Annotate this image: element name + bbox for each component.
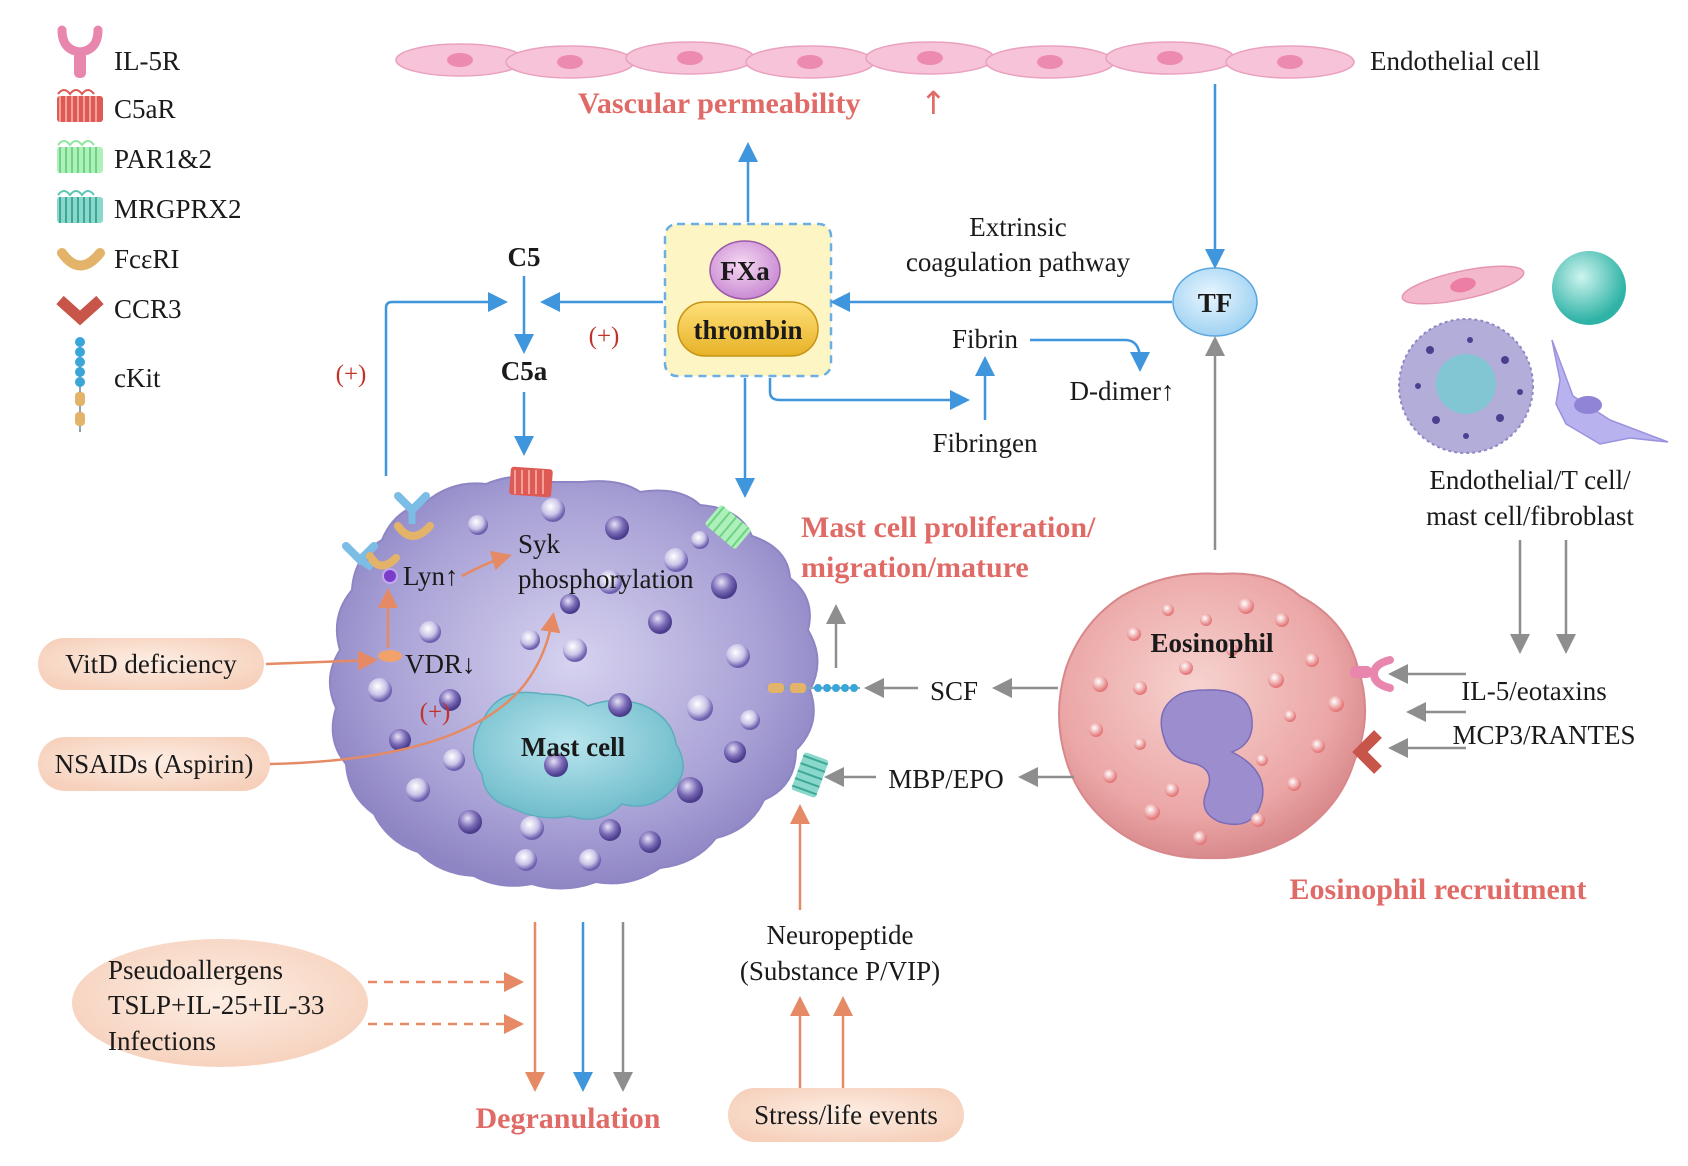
il5-eotaxins-label: IL-5/eotaxins — [1461, 676, 1606, 706]
vascular-permeability-label: Vascular permeability — [578, 87, 861, 120]
mrgprx2-receptor-on-mast-cell — [791, 752, 829, 798]
eosinophil-cell — [1058, 572, 1367, 860]
ckit-receptor-on-mast-cell — [766, 683, 860, 693]
vitd-deficiency-pill — [38, 638, 264, 690]
legend-label-par: PAR1&2 — [114, 144, 212, 174]
c5-label: C5 — [508, 242, 541, 272]
mast-proliferation-label-line2: migration/mature — [801, 551, 1029, 584]
il5r-receptor-on-eosinophil — [1350, 656, 1394, 692]
mast-proliferation-label-line1: Mast cell proliferation/ — [801, 511, 1096, 544]
endothelial-cell-label: Endothelial cell — [1370, 46, 1540, 76]
trigger-ellipse — [72, 939, 368, 1067]
fibrin-label: Fibrin — [952, 324, 1019, 354]
nsaids-label: NSAIDs (Aspirin) — [55, 749, 254, 779]
legend-label-ckit: cKit — [114, 363, 161, 393]
tf-label: TF — [1198, 288, 1233, 318]
syk-label-line2: phosphorylation — [518, 564, 694, 594]
fceri-receptor-on-mast-cell — [342, 492, 434, 584]
coagulation-pathway-label: coagulation pathway — [906, 247, 1131, 277]
vascular-permeability-up-arrow: ↑ — [920, 84, 947, 122]
fceri-receptor-icon — [57, 248, 105, 271]
legend-label-fceri: FcεRI — [114, 244, 179, 274]
endothelial-cell-layer — [395, 41, 1355, 79]
par-receptor-on-mast-cell — [705, 505, 751, 549]
stress-label: Stress/life events — [754, 1100, 938, 1130]
orange-arrows — [265, 551, 853, 1092]
legend: IL-5R C5aR PAR1&2 MRGPRX2 FcεRI CCR3 — [56, 25, 242, 432]
eosinophil-recruitment-label: Eosinophil recruitment — [1290, 873, 1587, 906]
vdr-icon — [378, 650, 402, 662]
legend-label-il5r: IL-5R — [114, 46, 180, 76]
fibrinogen-label: Fibringen — [933, 428, 1038, 458]
vitd-deficiency-label: VitD deficiency — [65, 649, 237, 679]
ckit-receptor-icon — [75, 337, 85, 432]
nsaids-pill — [38, 737, 270, 791]
thrombin-label: thrombin — [693, 315, 802, 345]
fxa-node — [709, 240, 781, 300]
endothelial-t-cell-label-line1: Endothelial/T cell/ — [1429, 465, 1631, 495]
ccr3-receptor-on-eosinophil — [1352, 730, 1382, 774]
mast-cell — [329, 475, 819, 890]
par-receptor-icon — [57, 140, 103, 173]
c5ar-receptor-icon — [57, 89, 103, 122]
vdr-label: VDR↓ — [405, 649, 476, 679]
syk-label-line1: Syk — [518, 529, 561, 559]
c5ar-receptor-on-mast-cell — [509, 466, 553, 498]
plus-label-c5: (+) — [589, 323, 620, 350]
mast-cell-label: Mast cell — [521, 732, 626, 762]
degranulation-label: Degranulation — [475, 1102, 660, 1135]
stress-pill — [728, 1088, 964, 1142]
c5a-label: C5a — [501, 356, 548, 386]
extrinsic-label: Extrinsic — [969, 212, 1066, 242]
mcp3-rantes-label: MCP3/RANTES — [1452, 720, 1635, 750]
legend-label-c5ar: C5aR — [114, 94, 176, 124]
fxa-label: FXa — [720, 256, 770, 286]
legend-label-mrgprx2: MRGPRX2 — [114, 194, 242, 224]
gray-arrows — [824, 336, 1576, 787]
immune-cell-group — [1398, 251, 1669, 454]
thrombin-node — [677, 301, 819, 357]
mbp-epo-label: MBP/EPO — [888, 764, 1004, 794]
infections-label: Infections — [108, 1026, 216, 1056]
scf-label: SCF — [930, 676, 978, 706]
lyn-label: Lyn↑ — [403, 561, 459, 591]
tslp-label: TSLP+IL-25+IL-33 — [108, 990, 324, 1020]
il5r-receptor-icon — [57, 25, 103, 78]
ccr3-receptor-icon — [56, 295, 104, 326]
eosinophil-label: Eosinophil — [1150, 628, 1274, 658]
endothelial-t-cell-label-line2: mast cell/fibroblast — [1426, 501, 1634, 531]
neuropeptide-label-line2: (Substance P/VIP) — [740, 956, 940, 986]
d-dimer-label: D-dimer↑ — [1070, 376, 1175, 406]
neuropeptide-label-line1: Neuropeptide — [767, 920, 914, 950]
pseudoallergens-label: Pseudoallergens — [108, 955, 283, 985]
legend-label-ccr3: CCR3 — [114, 294, 182, 324]
plus-label-lyn: (+) — [336, 361, 367, 388]
plus-label-nsaids: (+) — [420, 699, 451, 726]
mrgprx2-receptor-icon — [57, 190, 103, 223]
blue-arrows — [384, 84, 1225, 498]
